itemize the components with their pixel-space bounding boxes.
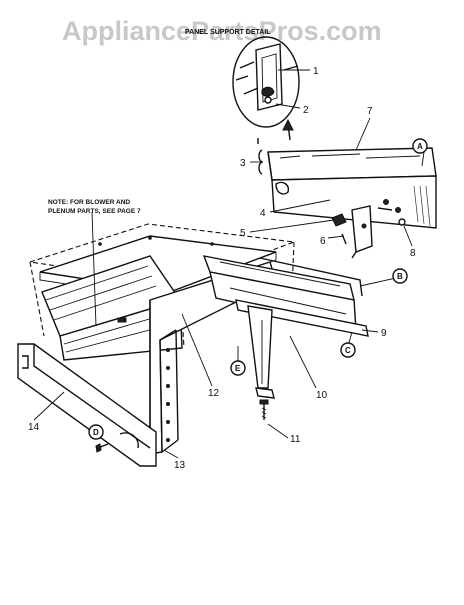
reference-letter-e: E xyxy=(235,364,241,373)
note-block: NOTE: FOR BLOWER AND PLENUM PARTS, SEE P… xyxy=(48,199,141,215)
reference-letter-a: A xyxy=(417,142,423,151)
part-number-1: 1 xyxy=(313,66,319,77)
part-number-5: 5 xyxy=(240,228,246,239)
part-number-2: 2 xyxy=(303,105,309,116)
part-number-8: 8 xyxy=(410,248,416,259)
support-rail-part-9 xyxy=(202,255,369,337)
part-number-7: 7 xyxy=(367,106,373,117)
detail-title: PANEL SUPPORT DETAIL xyxy=(185,29,271,36)
control-panel-part-7 xyxy=(267,147,437,229)
leader-lines xyxy=(33,69,425,459)
screw-part-11 xyxy=(259,399,269,420)
watermark-text: AppliancePartsPros.com xyxy=(62,16,382,46)
panel-bracket-parts xyxy=(331,205,406,259)
part-number-4: 4 xyxy=(260,208,266,219)
reference-letter-b: B xyxy=(397,272,403,281)
part-number-10: 10 xyxy=(316,390,328,401)
front-trim-part-14 xyxy=(17,343,157,467)
part-number-13: 13 xyxy=(174,460,186,471)
support-leg-part-10 xyxy=(247,305,275,399)
part-number-6: 6 xyxy=(320,236,326,247)
part-number-3: 3 xyxy=(240,158,246,169)
reference-letter-labels: A B C D E xyxy=(88,138,428,440)
part-number-14: 14 xyxy=(28,422,40,433)
reference-letter-c: C xyxy=(345,346,351,355)
note-line-2: PLENUM PARTS, SEE PAGE 7 xyxy=(48,208,141,215)
part-number-9: 9 xyxy=(381,328,387,339)
part-number-11: 11 xyxy=(290,434,301,445)
part-number-labels: 1 2 3 4 5 6 7 8 9 10 11 12 13 14 xyxy=(28,66,416,471)
note-line-1: NOTE: FOR BLOWER AND xyxy=(48,199,130,206)
screw-d xyxy=(95,443,109,453)
panel-support-detail-circle xyxy=(232,36,300,128)
reference-letter-d: D xyxy=(93,428,99,437)
part-number-12: 12 xyxy=(208,388,220,399)
